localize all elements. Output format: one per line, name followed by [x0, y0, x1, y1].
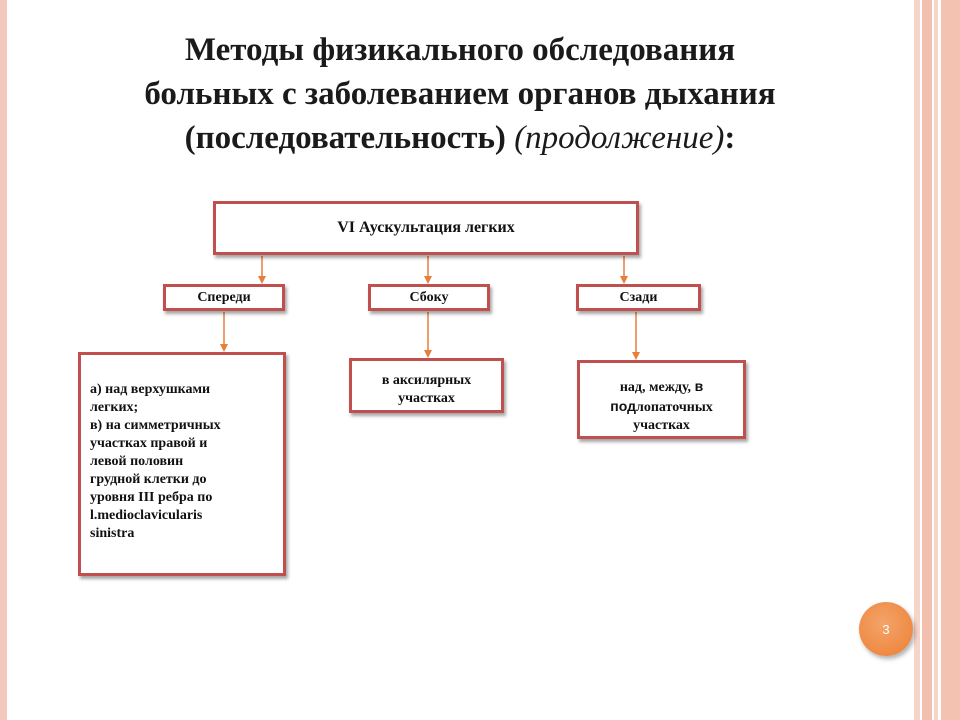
detail-back-text: над, между, — [619, 380, 695, 395]
detail-front-line: грудной клетки до — [90, 472, 207, 487]
branch-front: Спереди — [163, 284, 285, 311]
branch-back-label: Сзади — [619, 289, 658, 305]
detail-back-text: в — [694, 378, 704, 394]
slide-title: Методы физикального обследования больных… — [40, 28, 880, 160]
page-number-badge: 3 — [859, 602, 913, 656]
detail-side-line: участках — [398, 391, 455, 406]
left-border-decoration — [0, 0, 7, 720]
title-line-3: (последовательность) (продолжение): — [40, 116, 880, 160]
title-continuation: (продолжение) — [514, 120, 725, 156]
detail-front-line: а) над верхушками — [90, 382, 211, 397]
root-node: VI Аускультация легких — [213, 201, 639, 255]
detail-front-line: в) на симметричных — [90, 418, 221, 433]
title-line-2: больных с заболеванием органов дыхания — [144, 76, 776, 112]
detail-back-line-2: подлопаточных — [584, 397, 739, 417]
title-line-1: Методы физикального обследования — [184, 32, 736, 68]
detail-front-line: легких; — [90, 400, 139, 415]
detail-back: над, между, в подлопаточных участках — [577, 360, 746, 439]
detail-front-line: левой половин — [90, 454, 184, 469]
detail-front-line: sinistra — [90, 526, 135, 541]
branch-back: Сзади — [576, 284, 701, 311]
detail-front: а) над верхушками легких; в) на симметри… — [78, 352, 286, 576]
page-number: 3 — [882, 621, 890, 637]
detail-side-line: в аксилярных — [381, 373, 472, 388]
detail-back-line-3: участках — [633, 418, 690, 433]
title-colon: : — [724, 120, 736, 156]
title-sequence: (последовательность) — [184, 120, 506, 156]
root-node-label: VI Аускультация легких — [337, 219, 515, 236]
detail-back-line-1: над, между, в — [584, 377, 739, 397]
branch-front-label: Спереди — [197, 289, 251, 305]
branch-side-label: Сбоку — [409, 289, 449, 305]
branch-side: Сбоку — [368, 284, 490, 311]
detail-side: в аксилярных участках — [349, 358, 504, 413]
right-stripes-decoration — [914, 0, 960, 720]
detail-front-line: участках правой и — [90, 436, 208, 451]
detail-front-line: l.medioclavicularis — [90, 508, 203, 523]
detail-back-text: лопаточных — [635, 400, 713, 415]
detail-front-line: уровня III ребра по — [90, 490, 213, 505]
detail-back-text: под — [610, 398, 636, 414]
